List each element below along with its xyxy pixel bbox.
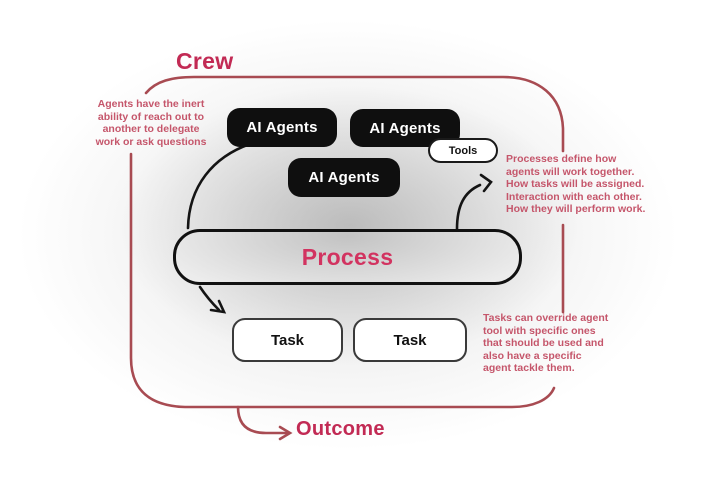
outcome-arrow-curve (236, 405, 289, 435)
crew-border-top-path (144, 75, 565, 153)
process-tasks-arrowhead-icon (209, 299, 227, 314)
ai-agents-node-1: AI Agents (227, 108, 337, 147)
annotation-process: Processes define how agents will work to… (506, 153, 646, 216)
annotation-tasks: Tasks can override agent tool with speci… (483, 312, 609, 375)
process-tasks-arrow-line (198, 285, 221, 312)
outcome-arrow (236, 405, 293, 441)
process-node: Process (173, 229, 522, 285)
outcome-arrowhead-icon (278, 425, 293, 441)
annotation-delegation: Agents have the inert ability of reach o… (95, 98, 207, 148)
ai-agents-node-3: AI Agents (288, 158, 400, 197)
crew-border-left-bottom-path (129, 152, 556, 409)
process-annotation-arrow-curve (455, 183, 482, 231)
delegation-curve (186, 142, 252, 230)
crew-group-label: Crew (176, 48, 234, 74)
task-node-2: Task (353, 318, 467, 362)
process-annotation-arrowhead-icon (479, 173, 493, 193)
process-annotation-arrow (455, 173, 493, 231)
outcome-label: Outcome (296, 418, 385, 440)
task-node-1: Task (232, 318, 343, 362)
crew-border (129, 75, 565, 409)
process-tasks-arrow (198, 285, 227, 314)
tools-node: Tools (428, 138, 498, 163)
